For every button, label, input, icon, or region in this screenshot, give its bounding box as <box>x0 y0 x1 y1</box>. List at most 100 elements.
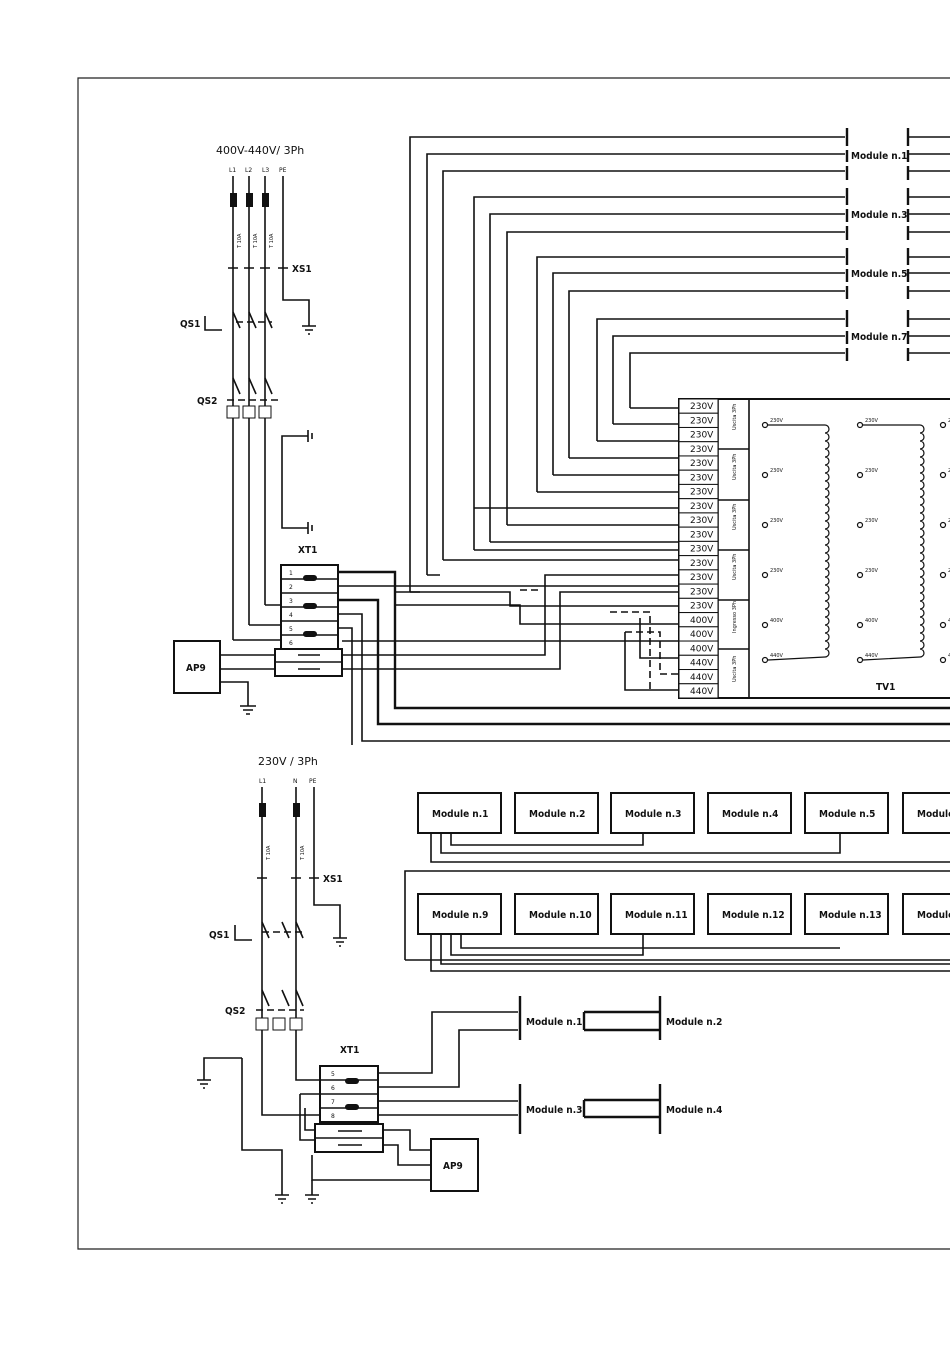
upper-xt1-fuse-1 <box>303 575 317 581</box>
winding-coils: 230V230V230V230V400V440V230V230V230V230V… <box>761 418 950 664</box>
upper-fuse-rating-3: T 10A <box>269 233 275 249</box>
tap-voltage: 230V <box>690 402 714 412</box>
upper-qs2-element-3 <box>258 405 272 419</box>
upper-fuse-l2 <box>246 193 253 207</box>
module-label: Module <box>917 809 950 820</box>
winding-terminal <box>856 471 864 479</box>
upper-xt1-label: XT1 <box>298 545 317 556</box>
winding-terminal <box>856 621 864 629</box>
upper-qs1-contacts <box>232 311 273 329</box>
module-box <box>514 792 599 834</box>
module-box <box>610 893 695 935</box>
bus-loop-1 <box>338 570 950 710</box>
winding-voltage: 230V <box>865 518 879 524</box>
lower-fuse-n <box>293 803 300 817</box>
winding-terminal <box>939 521 947 529</box>
upper-xt1-term-5: 5 <box>289 626 293 633</box>
upper-fuse-l1 <box>230 193 237 207</box>
lower-pair2-b: Module n.4 <box>666 1105 722 1116</box>
upper-ap9-wires <box>220 654 275 706</box>
upper-xt1-term-1: 1 <box>289 570 293 577</box>
module-box <box>417 792 502 834</box>
module-label: Module n.9 <box>432 910 488 921</box>
tap-group-3: Uscita 3Ph <box>732 504 738 530</box>
lower-qs1-label: QS1 <box>209 930 229 941</box>
lower-pair1-a: Module n.1 <box>526 1017 582 1028</box>
upper-xt1-term-6: 6 <box>289 640 293 647</box>
upper-bus-wiring <box>338 570 950 745</box>
lower-terminal-block: XT1 5 6 7 8 <box>299 1045 384 1153</box>
bus-loop-4 <box>338 613 950 742</box>
tap-group-separators <box>718 448 749 650</box>
bus-wire-8 <box>342 591 680 670</box>
mod1-out <box>908 136 950 172</box>
winding-voltage: 440V <box>770 653 784 659</box>
loop-i <box>568 290 845 458</box>
loop-f <box>506 231 845 525</box>
lower-qs2-contacts <box>261 989 304 1007</box>
lower-pe-ground-icon <box>333 937 347 947</box>
lower-ap9-label: AP9 <box>443 1161 463 1172</box>
lower-fuse-rating-2: T 10A <box>300 845 306 861</box>
tap-group-5: Ingresso 3Ph <box>732 601 738 633</box>
upper-pe-ground-icon <box>302 325 316 335</box>
winding-voltage: 230V <box>865 468 879 474</box>
loop-k <box>612 335 845 424</box>
lower-xt1-lower-parts <box>315 1130 383 1146</box>
tap-voltage: 230V <box>690 502 714 512</box>
winding-voltage: 230V <box>770 468 784 474</box>
tap-group-6: Uscita 3Ph <box>732 656 738 682</box>
lower-pair1-b: Module n.2 <box>666 1017 722 1028</box>
upper-module-labels: Module n.1 Module n.3 Module n.5 Module … <box>845 128 950 361</box>
mod3-out <box>908 196 950 233</box>
lower-xt1-term-7: 7 <box>331 1099 335 1106</box>
loop-a <box>409 136 845 592</box>
lower-fuse-rating-1: T 10A <box>266 845 272 861</box>
module-box <box>417 893 502 935</box>
upper-qs1-label: QS1 <box>180 319 200 330</box>
mod7-out <box>908 318 950 354</box>
upper-qs2-element-1 <box>226 405 240 419</box>
tap-voltage: 230V <box>690 559 714 569</box>
lower-pair-feeds <box>378 1011 518 1116</box>
module-box <box>610 792 695 834</box>
lower-ap9: AP9 <box>305 1129 479 1204</box>
lower-xt1-label: XT1 <box>340 1045 359 1056</box>
winding-terminal <box>939 471 947 479</box>
lower-phase-l1: L1 <box>259 778 266 785</box>
module-box <box>902 893 950 935</box>
winding-voltage: 400V <box>948 618 950 624</box>
lower-xt1-term-5: 5 <box>331 1071 335 1078</box>
lower-left-ground-icon <box>197 1057 242 1089</box>
winding-coil-icon <box>767 424 830 661</box>
loop-h <box>552 272 845 475</box>
tap-cell <box>678 683 719 699</box>
lower-phase-pe: PE <box>309 778 317 785</box>
module-label: Module n.10 <box>529 910 592 921</box>
upper-ap9-ground-icon <box>240 705 256 715</box>
winding-voltage: 230V <box>948 418 950 424</box>
module-bus-outline <box>404 870 950 961</box>
winding-terminal <box>856 571 864 579</box>
winding-voltage: 230V <box>948 568 950 574</box>
bus-dashed-2 <box>520 589 651 690</box>
tap-group-4: Uscita 3Ph <box>732 554 738 580</box>
module-label: Module n.3 <box>625 809 681 820</box>
lower-pair2-a: Module n.3 <box>526 1105 582 1116</box>
tap-voltage: 230V <box>690 602 714 612</box>
lower-qs2-element-3 <box>289 1017 303 1031</box>
lower-pair-brackets <box>518 996 662 1134</box>
lower-xt1-feeds <box>299 1093 320 1141</box>
tap-voltage: 230V <box>690 416 714 426</box>
upper-ap9-box <box>173 640 221 694</box>
loop-l <box>629 352 845 408</box>
module-label: Module n.12 <box>722 910 785 921</box>
winding-voltage: 230V <box>865 418 879 424</box>
bus-wire-5 <box>338 627 353 745</box>
drawing-frame <box>77 77 950 1250</box>
upper-module-5: Module n.5 <box>851 269 907 280</box>
upper-xt1-fuse-3 <box>303 631 317 637</box>
